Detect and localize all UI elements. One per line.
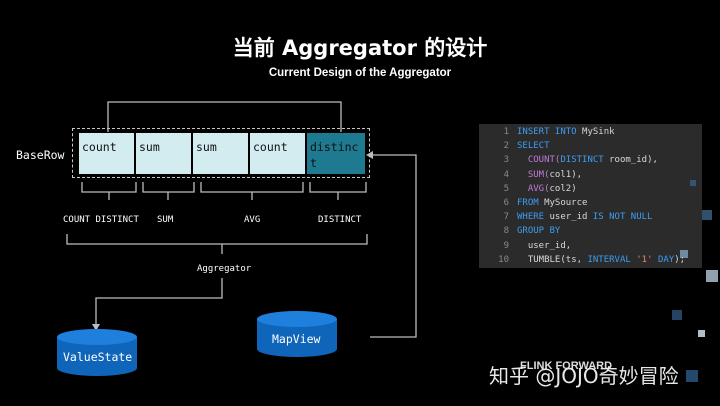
line-number: 2 xyxy=(503,141,509,152)
code-line: 7 WHERE user_id IS NOT NULL xyxy=(479,210,702,224)
line-number: 3 xyxy=(503,155,509,166)
code-token: col1), xyxy=(549,169,583,180)
page-subtitle: Current Design of the Aggregator xyxy=(268,67,452,79)
line-number: 4 xyxy=(503,169,509,180)
valuestate-cylinder xyxy=(57,329,137,376)
code-token: DISTINCT xyxy=(560,155,604,166)
code-token: GROUP BY xyxy=(517,226,561,237)
code-token: ); xyxy=(674,254,686,265)
bracket-avg xyxy=(200,182,304,200)
code-token: SUM( xyxy=(517,169,550,180)
code-token: WHERE xyxy=(517,212,550,223)
code-token: AVG( xyxy=(517,183,550,194)
group-label-sum: SUM xyxy=(157,215,174,225)
code-token: FROM xyxy=(517,197,545,208)
group-label-count-distinct: COUNT DISTINCT xyxy=(63,215,139,225)
watermark-text: 知乎 @JOJO奇妙冒险 xyxy=(489,364,679,388)
code-line: 1 INSERT INTO MySink xyxy=(479,125,702,139)
line-number: 1 xyxy=(503,127,509,137)
code-token: user_id xyxy=(549,212,593,223)
line-number: 7 xyxy=(503,212,509,223)
line-number: 9 xyxy=(503,240,509,251)
code-token: MySink xyxy=(582,127,615,137)
code-line: 6 FROM MySource xyxy=(479,196,702,210)
code-line: 10 TUMBLE(ts, INTERVAL '1' DAY); xyxy=(479,253,702,267)
code-token: '1' xyxy=(636,254,658,265)
code-token: room_id), xyxy=(603,155,658,166)
code-token: user_id, xyxy=(517,240,572,251)
cell-count: count xyxy=(79,133,134,174)
bracket-sum xyxy=(142,182,195,200)
brand-text: FLINK FORWARD xyxy=(520,360,613,372)
code-line: 4 SUM(col1), xyxy=(479,168,702,182)
code-token: col2) xyxy=(549,183,577,194)
group-label-avg: AVG xyxy=(244,215,261,225)
distinct-to-mapview xyxy=(370,154,417,338)
code-token: INSERT INTO xyxy=(517,127,583,137)
top-connector xyxy=(107,101,342,132)
arrowhead-valuestate xyxy=(92,324,100,331)
cell-distinct: distinct xyxy=(307,133,365,174)
decorative-particles xyxy=(672,180,718,382)
code-line: 8 GROUP BY xyxy=(479,224,702,238)
line-number: 6 xyxy=(503,197,509,208)
line-number: 10 xyxy=(498,254,509,265)
code-token: INTERVAL xyxy=(587,254,637,265)
valuestate-label: ValueState xyxy=(63,350,133,364)
aggregator-label: Aggregator xyxy=(197,264,252,274)
code-token: COUNT( xyxy=(517,155,561,166)
bracket-distinct xyxy=(309,182,367,200)
baserow-outline xyxy=(72,128,370,178)
code-token: SELECT xyxy=(517,141,550,152)
code-token: DAY xyxy=(657,254,675,265)
code-line: 5 AVG(col2) xyxy=(479,182,702,196)
code-token: ts, xyxy=(565,254,588,265)
bracket-count-distinct xyxy=(81,182,137,200)
page-title: 当前 Aggregator 的设计 xyxy=(232,36,488,60)
line-number: 5 xyxy=(503,183,509,194)
cell-sum: sum xyxy=(136,133,191,174)
code-token: TUMBLE( xyxy=(517,254,566,265)
code-token: IS NOT NULL xyxy=(592,212,653,223)
group-label-distinct: DISTINCT xyxy=(318,215,362,225)
agg-to-valuestate xyxy=(95,278,223,326)
code-line: 2 SELECT xyxy=(479,139,702,153)
mapview-cylinder xyxy=(257,311,337,357)
bracket-aggregator xyxy=(66,234,368,254)
code-line: 9 user_id, xyxy=(479,239,702,253)
code-line: 3 COUNT(DISTINCT room_id), xyxy=(479,153,702,167)
baserow-label: BaseRow xyxy=(16,148,65,162)
mapview-label: MapView xyxy=(272,332,321,346)
line-number: 8 xyxy=(503,226,509,237)
code-token: MySource xyxy=(544,197,588,208)
cell-count-avg: count xyxy=(250,133,305,174)
cell-sum-avg: sum xyxy=(193,133,248,174)
